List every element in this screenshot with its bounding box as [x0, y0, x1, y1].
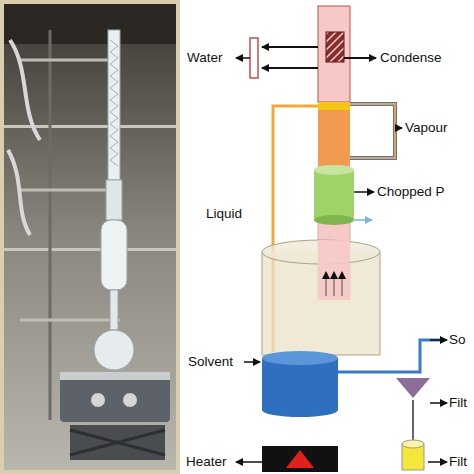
- soxhlet-schematic: [236, 6, 447, 472]
- callout-label: Filt: [449, 454, 467, 470]
- callout-label: Liquid: [206, 206, 242, 222]
- callout-label: Filt: [449, 395, 467, 411]
- callout-label: Solvent: [188, 354, 233, 370]
- callout-label: Water: [187, 50, 223, 66]
- callout-label: Condense: [380, 50, 442, 66]
- apparatus-photo: [0, 0, 180, 474]
- callout-label: So: [449, 332, 466, 348]
- callout-label: Vapour: [405, 120, 448, 136]
- callout-label: Heater: [186, 454, 227, 470]
- callout-label: Chopped P: [377, 184, 445, 200]
